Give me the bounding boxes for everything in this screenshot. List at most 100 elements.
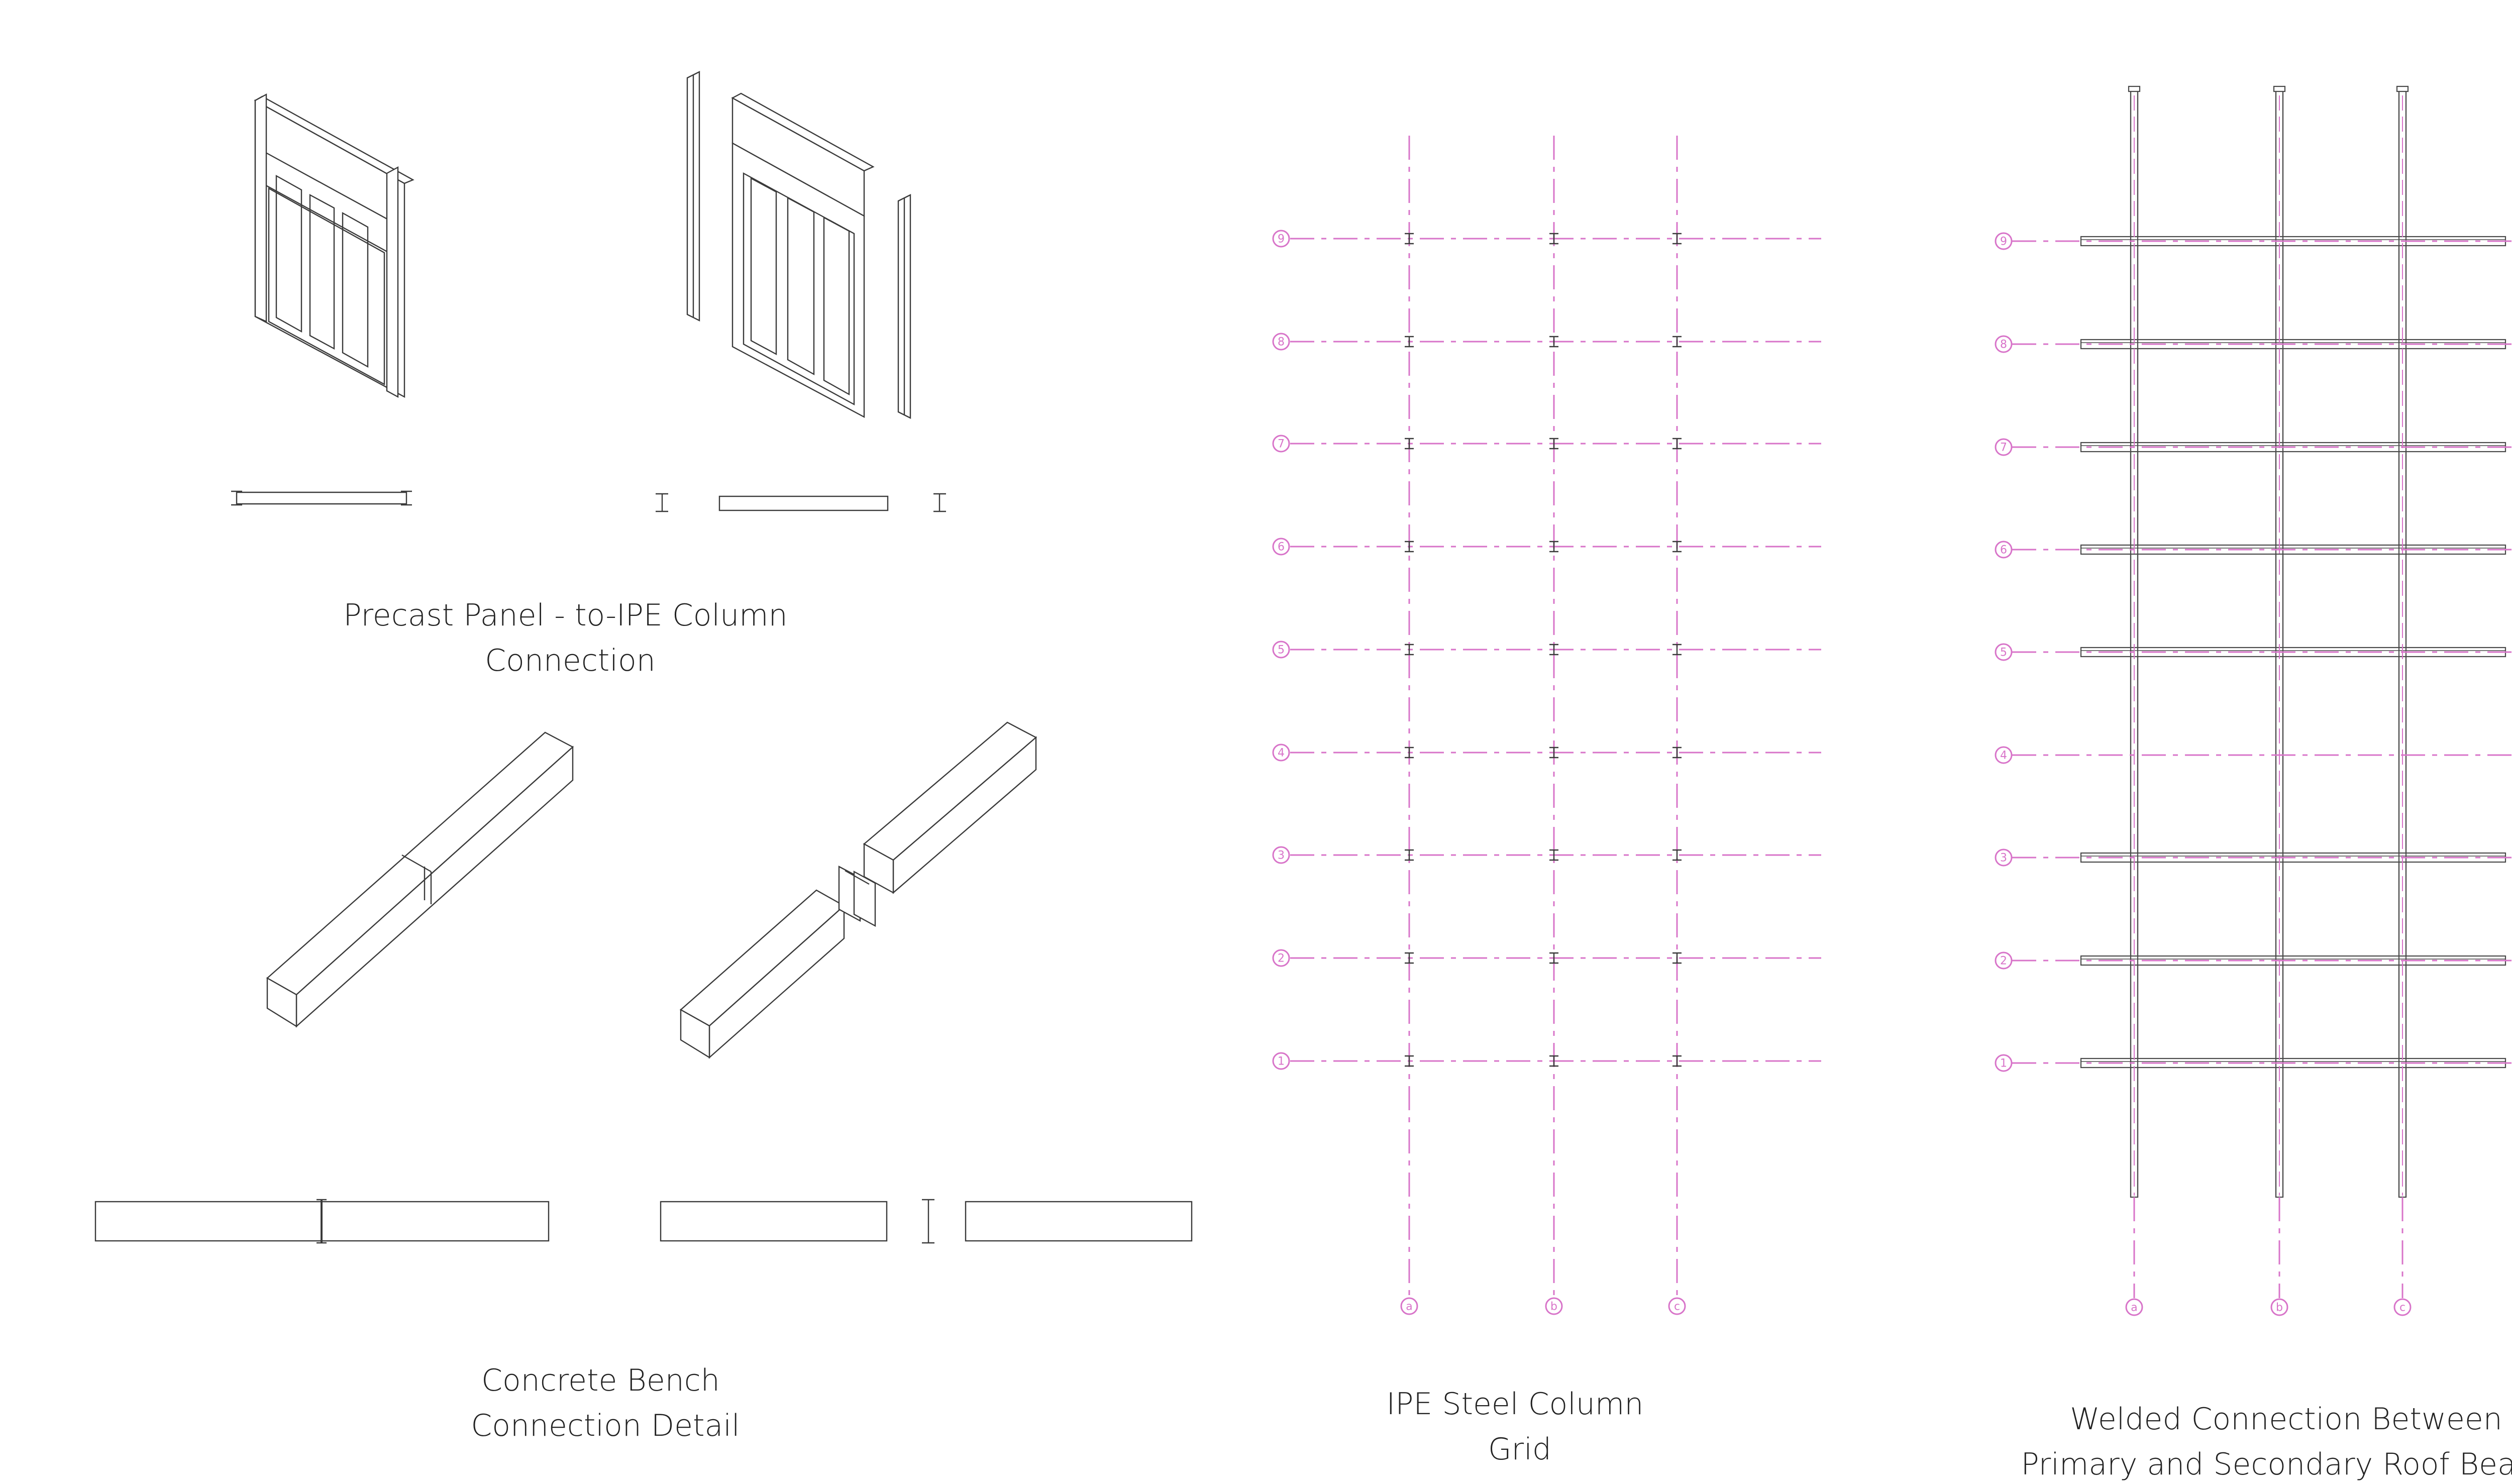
col-bubble-c-text: c [1674, 1301, 1680, 1313]
primary-beam-top-flange-a [2128, 85, 2141, 92]
col-bubble-c: c [1668, 1297, 1686, 1315]
col-bubble-b-text: b [1550, 1301, 1557, 1313]
roof-row-bubble-8-text: 8 [2000, 339, 2007, 351]
column-grid-caption-line-2: Grid [1488, 1432, 1551, 1467]
roof-row-bubble-8-circle [1995, 335, 2013, 353]
ipe-column-b-5 [1549, 644, 1558, 656]
row-bubble-2-circle [1272, 949, 1290, 967]
ipe-column-b-8 [1549, 336, 1558, 348]
roof-col-bubble-c-text: c [2399, 1302, 2405, 1314]
row-bubble-7-text: 7 [1278, 438, 1285, 451]
roof-row-bubble-4: 4 [1995, 746, 2013, 764]
ipe-column-c-5 [1672, 644, 1682, 656]
ipe-column-b-3 [1549, 849, 1558, 861]
ipe-column-c-7 [1672, 438, 1682, 450]
ipe-column-c-4 [1672, 747, 1682, 759]
bench-assembled-isometric [266, 731, 574, 1028]
row-bubble-9-circle [1272, 230, 1290, 248]
roof-row-bubble-5: 5 [1995, 643, 2013, 661]
col-bubble-c-circle [1668, 1297, 1686, 1315]
ipe-column-b-6 [1549, 541, 1558, 553]
col-bubble-a-circle [1400, 1297, 1418, 1315]
roof-col-bubble-b-text: b [2276, 1302, 2283, 1314]
welded-roof-beam-grid: 9 8 7 6 5 4 3 2 1 a b c [1995, 85, 2512, 1316]
roof-col-bubble-b-circle [2270, 1298, 2288, 1316]
row-bubble-8-circle [1272, 333, 1290, 351]
col-bubble-b-circle [1545, 1297, 1563, 1315]
ipe-column-b-9 [1549, 233, 1558, 245]
roof-row-bubble-6-text: 6 [2000, 544, 2007, 557]
row-bubble-3-text: 3 [1278, 850, 1285, 862]
ipe-column-b-1 [1549, 1055, 1558, 1067]
roof-row-bubble-5-circle [1995, 643, 2013, 661]
ipe-column-a-2 [1405, 952, 1414, 964]
ipe-column-a-3 [1405, 849, 1414, 861]
roof-row-bubble-9: 9 [1995, 232, 2013, 250]
roof-row-bubble-7-circle [1995, 438, 2013, 456]
row-bubble-7-circle [1272, 435, 1290, 453]
roof-row-bubble-1-text: 1 [2000, 1057, 2007, 1070]
ipe-column-a-4 [1405, 747, 1414, 759]
row-bubble-4-text: 4 [1278, 747, 1285, 760]
ipe-column-a-8 [1405, 336, 1414, 348]
row-bubble-3-circle [1272, 846, 1290, 864]
welded-connection-caption: Welded Connection Between Primary and Se… [2021, 1402, 2512, 1482]
row-bubble-6: 6 [1272, 538, 1290, 556]
ipe-column-c-1 [1672, 1055, 1682, 1067]
col-bubble-a-text: a [1406, 1301, 1412, 1313]
row-bubble-9: 9 [1272, 230, 1290, 248]
column-grid-caption-line-1: IPE Steel Column [1387, 1387, 1644, 1422]
row-bubble-6-circle [1272, 538, 1290, 556]
ipe-column-b-4 [1549, 747, 1558, 759]
panel-exploded-isometric [686, 71, 911, 419]
ipe-column-a-5 [1405, 644, 1414, 656]
roof-row-bubble-8: 8 [1995, 335, 2013, 353]
ipe-column-a-6 [1405, 541, 1414, 553]
roof-row-bubble-3-circle [1995, 849, 2013, 867]
row-bubble-5: 5 [1272, 641, 1290, 659]
roof-row-bubble-2-circle [1995, 951, 2013, 970]
bench-caption-line-2: Connection Detail [471, 1408, 740, 1443]
row-bubble-1-text: 1 [1278, 1055, 1285, 1068]
roof-row-bubble-6-circle [1995, 541, 2013, 559]
ipe-column-b-2 [1549, 952, 1558, 964]
roof-row-bubble-9-text: 9 [2000, 236, 2007, 248]
ipe-column-b-7 [1549, 438, 1558, 450]
row-bubble-7: 7 [1272, 435, 1290, 453]
row-bubble-8-text: 8 [1278, 336, 1285, 349]
row-bubble-2-text: 2 [1278, 952, 1285, 965]
roof-col-bubble-a-text: a [2131, 1302, 2137, 1314]
panel-caption-line-1: Precast Panel - to-IPE Column [343, 598, 787, 633]
roof-col-bubble-a-circle [2125, 1298, 2143, 1316]
panel-assembled-isometric [254, 93, 414, 398]
roof-row-bubble-4-text: 4 [2000, 750, 2007, 762]
bench-exploded-elevation [660, 1199, 1193, 1244]
roof-row-bubble-4-circle [1995, 746, 2013, 764]
welded-caption-line-2: Primary and Secondary Roof Beams [2021, 1447, 2512, 1482]
roof-row-bubble-7-text: 7 [2000, 442, 2007, 454]
ipe-column-c-9 [1672, 233, 1682, 245]
roof-col-bubble-c: c [2393, 1298, 2412, 1316]
col-bubble-b: b [1545, 1297, 1563, 1315]
ipe-column-c-2 [1672, 952, 1682, 964]
row-bubble-1: 1 [1272, 1052, 1290, 1070]
roof-row-bubble-2-text: 2 [2000, 955, 2007, 968]
row-bubble-8: 8 [1272, 333, 1290, 351]
roof-col-bubble-c-circle [2393, 1298, 2412, 1316]
roof-row-bubble-3: 3 [1995, 849, 2013, 867]
row-bubble-6-text: 6 [1278, 541, 1285, 554]
row-bubble-3: 3 [1272, 846, 1290, 864]
ipe-column-c-3 [1672, 849, 1682, 861]
roof-row-bubble-9-circle [1995, 232, 2013, 250]
ipe-column-a-7 [1405, 438, 1414, 450]
row-bubble-4-circle [1272, 744, 1290, 762]
roof-col-bubble-b: b [2270, 1298, 2288, 1316]
panel-assembled-plan [231, 490, 412, 506]
panel-caption-line-2: Connection [485, 643, 656, 678]
welded-caption-line-1: Welded Connection Between [2070, 1402, 2502, 1437]
roof-row-bubble-1: 1 [1995, 1054, 2013, 1072]
ipe-column-a-9 [1405, 233, 1414, 245]
bench-connection-caption: Concrete Bench Connection Detail [471, 1363, 740, 1443]
panel-connection-caption: Precast Panel - to-IPE Column Connection [343, 598, 797, 678]
